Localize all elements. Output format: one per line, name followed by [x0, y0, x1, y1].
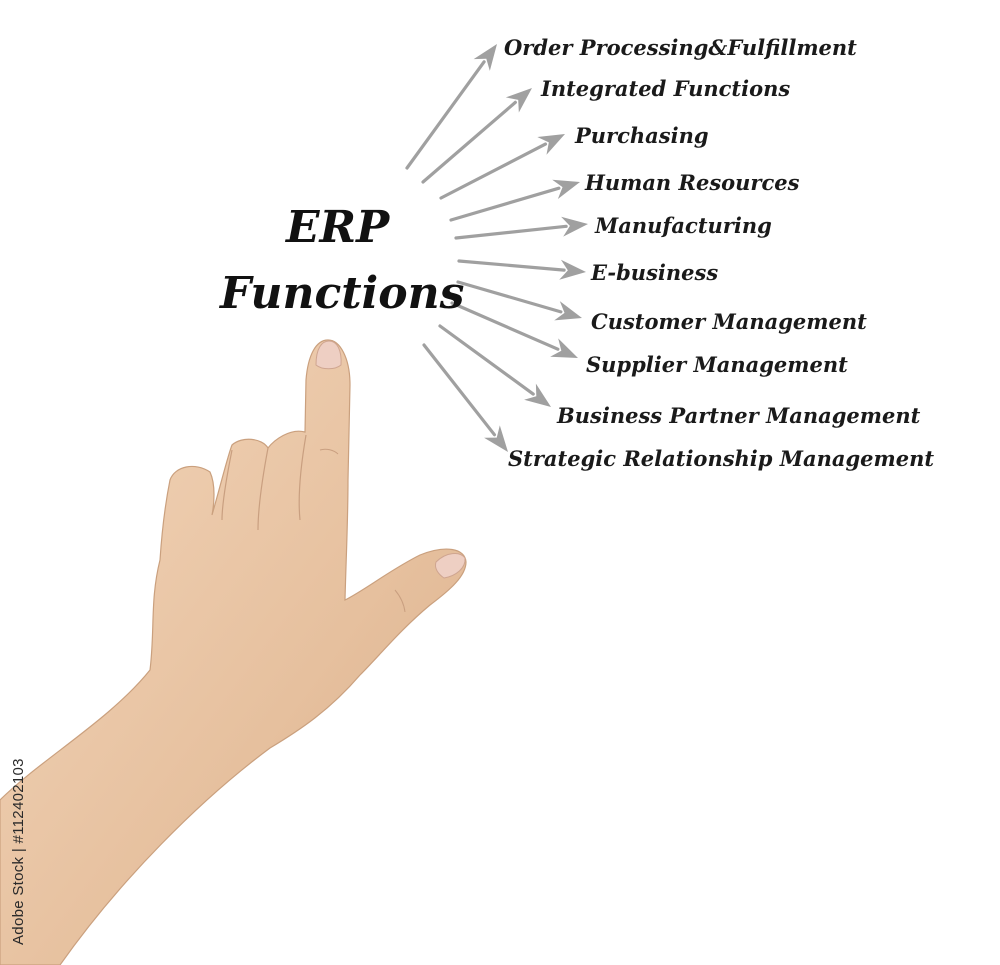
image-credit: Adobe Stock | #112402103 [10, 758, 27, 945]
arrow [457, 259, 586, 280]
hand-shape [0, 339, 467, 965]
function-label: Supplier Management [586, 352, 848, 377]
function-label: Integrated Functions [541, 76, 791, 101]
function-label: Business Partner Management [557, 403, 921, 428]
arrow [405, 44, 497, 170]
function-label: Manufacturing [595, 213, 772, 238]
function-label: Human Resources [585, 170, 800, 195]
function-label: Purchasing [575, 123, 709, 148]
function-label: Strategic Relationship Management [508, 446, 935, 471]
arrow [438, 324, 551, 407]
arrow [456, 280, 582, 321]
arrow [450, 301, 578, 358]
diagram-title-line-2: Functions [220, 268, 465, 319]
arrow [422, 343, 508, 452]
diagram-title-line-1: ERP [286, 202, 390, 253]
thumbnail [435, 553, 466, 579]
function-label: E-business [591, 260, 719, 285]
arrow [454, 216, 588, 240]
arrow [439, 134, 565, 200]
arrow [421, 88, 532, 184]
function-label: Order Processing&Fulfillment [504, 35, 857, 60]
function-label: Customer Management [591, 309, 867, 334]
arrow [449, 179, 580, 222]
fingernail [315, 340, 342, 370]
